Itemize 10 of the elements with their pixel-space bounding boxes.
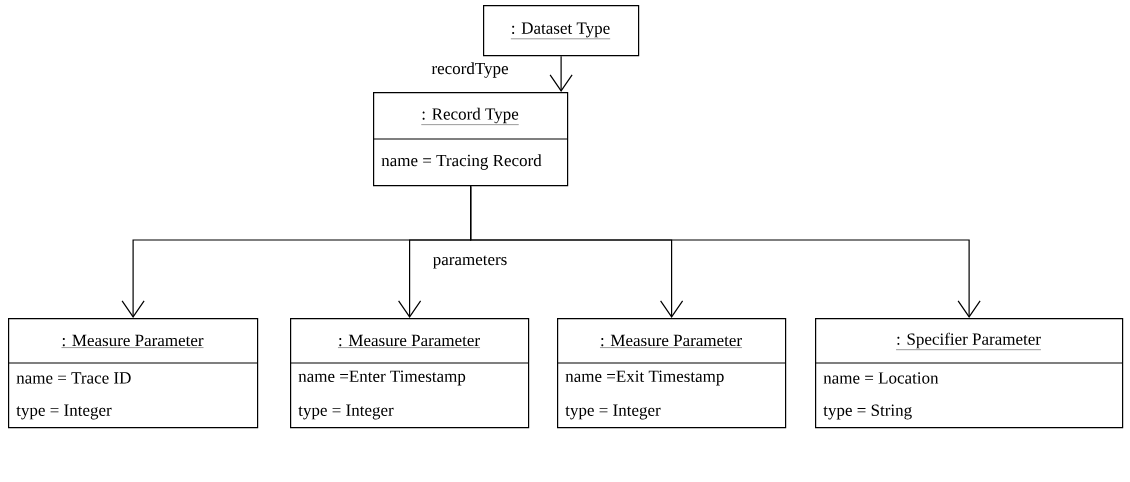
object-box: : Measure Parameter name =Enter Timestamp type = Integer — [289, 318, 530, 429]
object-box: : Measure Parameter name =Exit Timestamp type = Integer — [556, 318, 787, 429]
object-box: : Record Type name = Tracing Record — [372, 92, 569, 187]
edge-label: recordType — [430, 61, 510, 79]
arrow — [470, 185, 981, 318]
arrow — [549, 55, 573, 92]
edge-label: parameters — [431, 254, 509, 270]
object-box: : Dataset Type — [483, 5, 640, 57]
object-box: : Measure Parameter name = Trace ID type = Integer — [7, 318, 259, 429]
object-box: : Specifier Parameter name = Location type = String — [814, 318, 1124, 429]
